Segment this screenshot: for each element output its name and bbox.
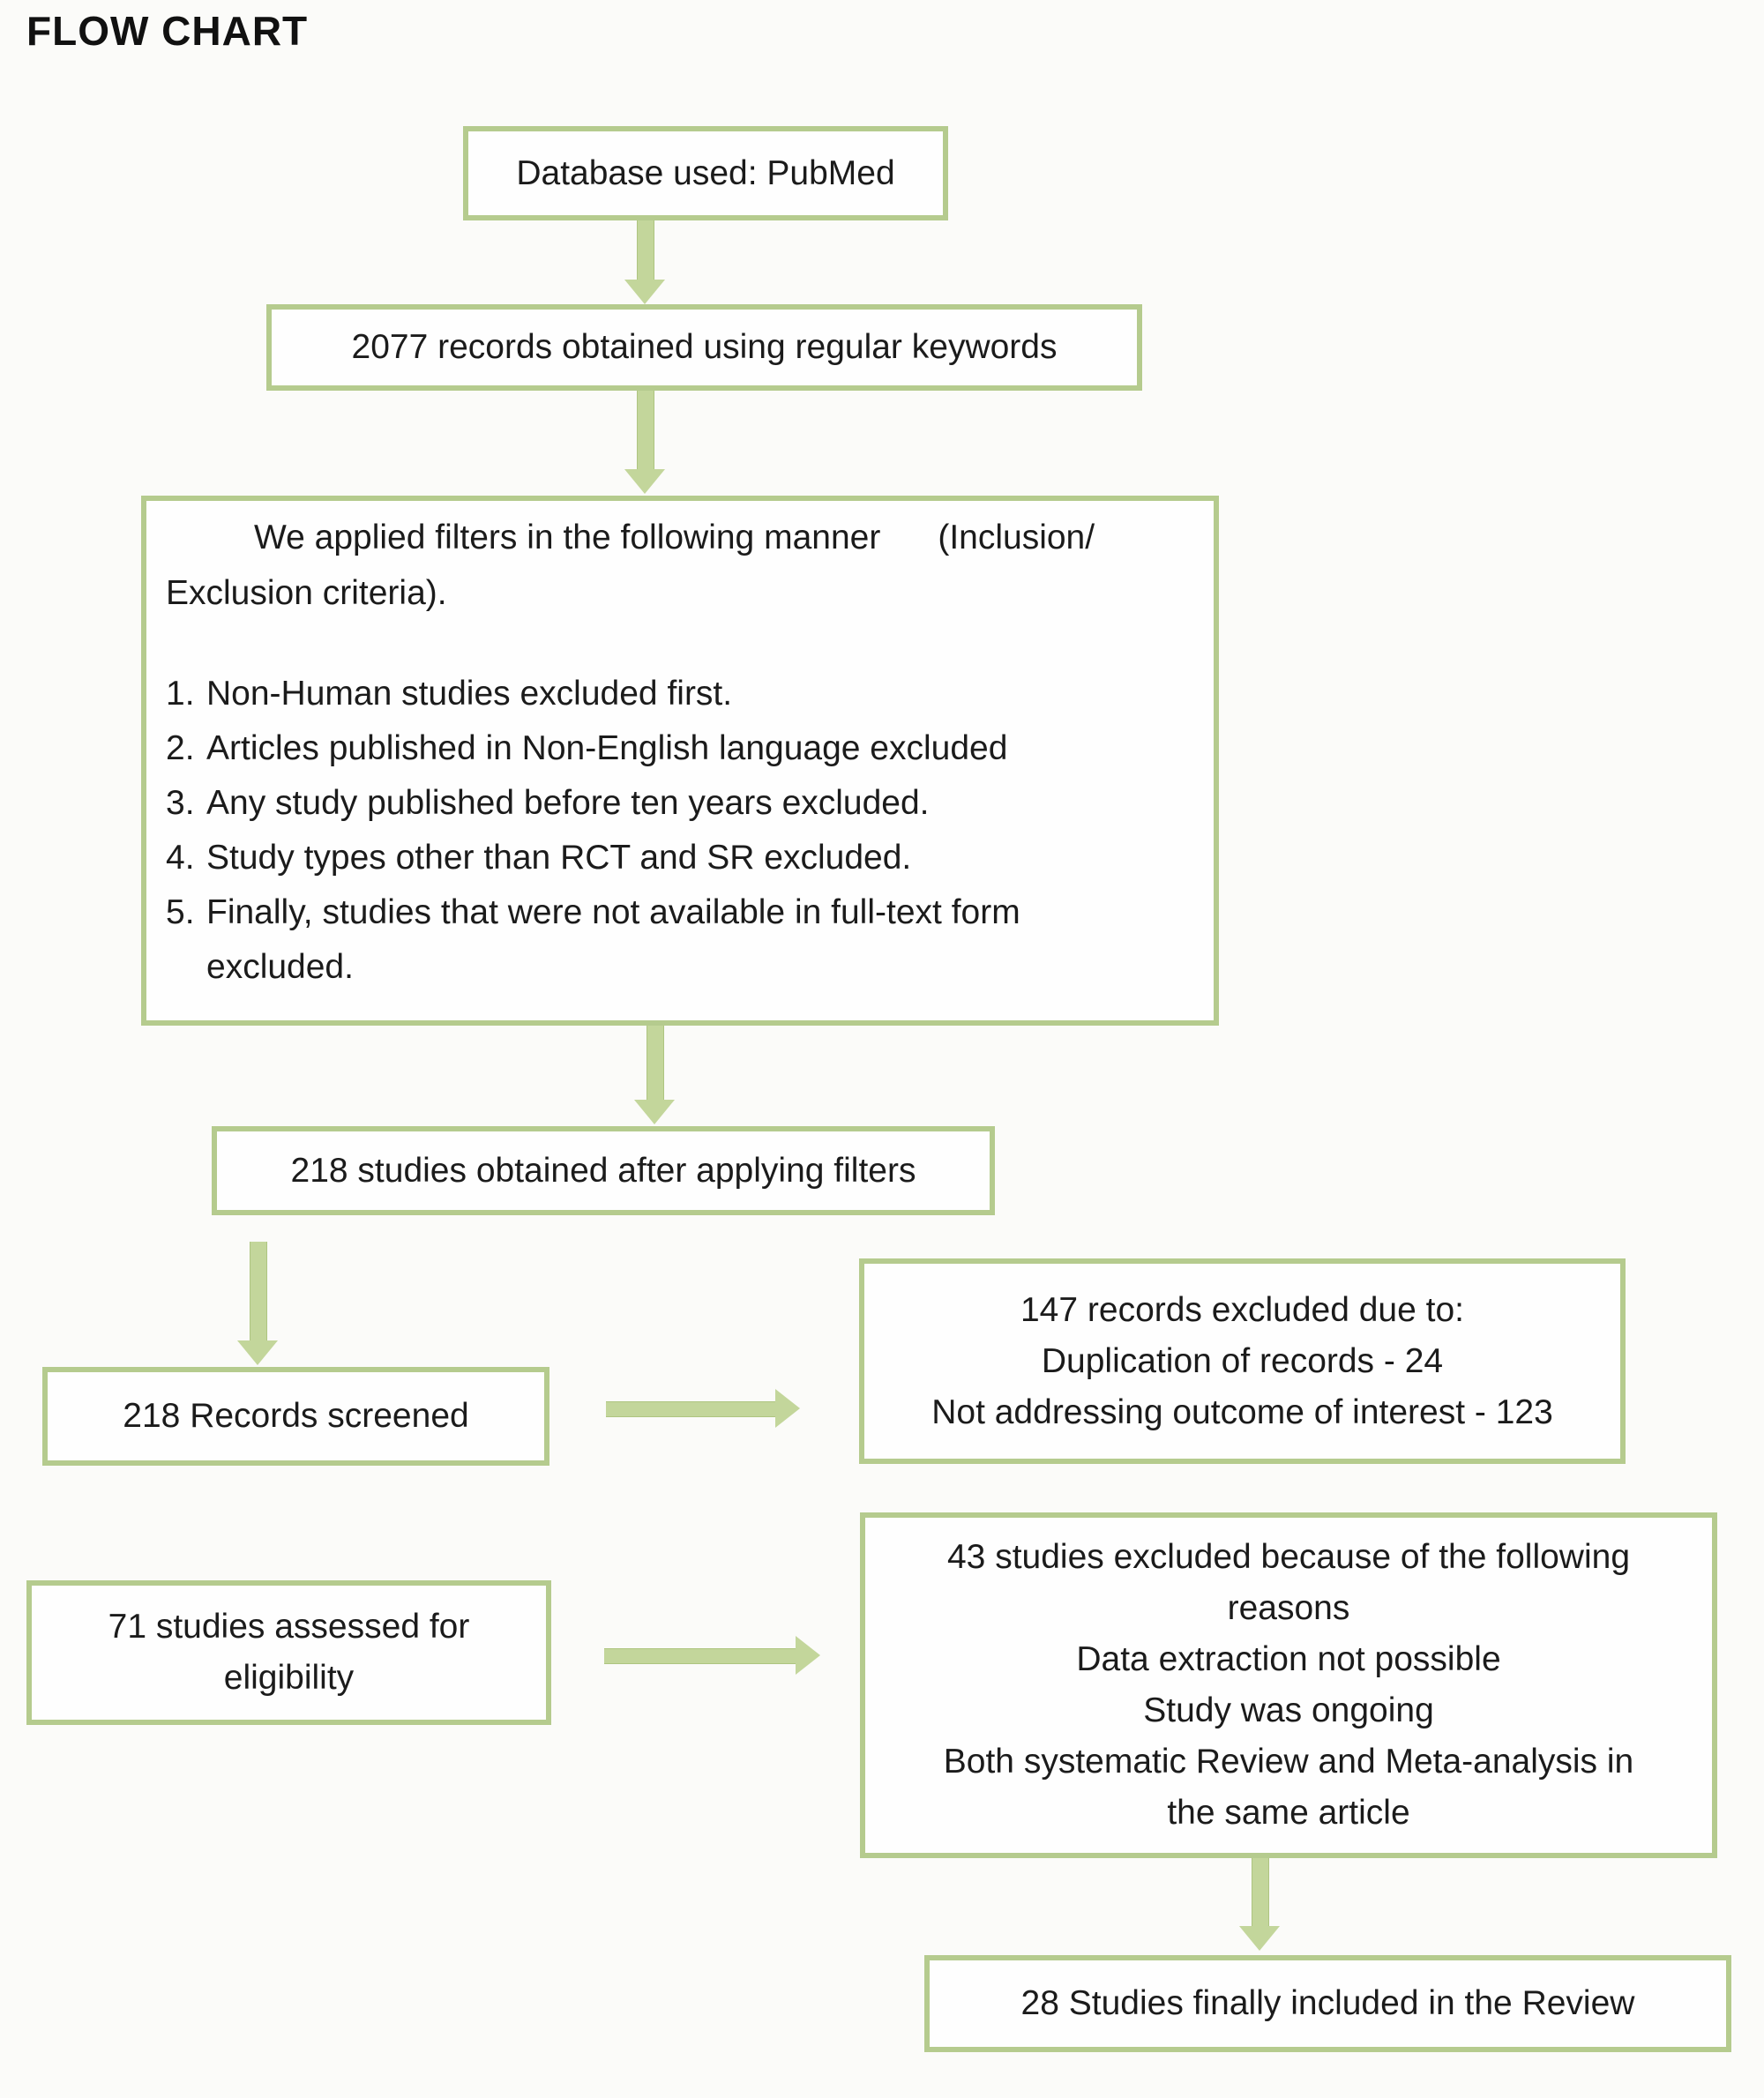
arrow-stem (604, 1648, 799, 1664)
screened-box-label: 218 Records screened (123, 1397, 469, 1435)
arrow-head-icon (237, 1340, 278, 1365)
arrow-stem (647, 1026, 664, 1103)
page-title: FLOW CHART (26, 8, 309, 54)
excluded-screening-box: 147 records excluded due to: Duplication… (859, 1258, 1626, 1464)
filters-item-label: Non-Human studies excluded first. (206, 675, 733, 713)
records-box-label: 2077 records obtained using regular keyw… (351, 328, 1058, 366)
filters-box: We applied filters in the following mann… (141, 496, 1219, 1026)
arrow-head-icon (796, 1636, 820, 1675)
arrow-head-icon (634, 1100, 675, 1124)
arrow-stem (1252, 1858, 1269, 1930)
arrow-database-to-records (624, 220, 665, 304)
arrow-head-icon (775, 1389, 800, 1428)
filters-list-item: Articles published in Non-English langua… (166, 721, 1196, 776)
excluded-eligibility-box: 43 studies excluded because of the follo… (860, 1512, 1717, 1858)
records-box: 2077 records obtained using regular keyw… (266, 304, 1142, 391)
arrow-head-icon (624, 280, 665, 304)
database-box-label: Database used: PubMed (516, 153, 895, 192)
filters-list-item: Any study published before ten years exc… (166, 776, 1196, 831)
database-box: Database used: PubMed (463, 126, 948, 220)
arrow-after-filters-to-screened (237, 1242, 278, 1365)
arrow-filters-to-after-filters (634, 1026, 675, 1124)
eligibility-box-label: 71 studies assessed for eligibility (108, 1608, 470, 1697)
arrow-eligibility-to-excluded (604, 1636, 820, 1675)
filters-list-item: Study types other than RCT and SR exclud… (166, 831, 1196, 885)
arrow-stem (250, 1242, 267, 1344)
arrow-screened-to-excluded (606, 1389, 800, 1428)
arrow-stem (606, 1401, 779, 1417)
filters-item-label: Articles published in Non-English langua… (206, 729, 1008, 767)
arrow-head-icon (624, 469, 665, 494)
filters-item-label: Study types other than RCT and SR exclud… (206, 839, 912, 877)
arrow-excluded-to-included (1239, 1858, 1280, 1951)
after-filters-box: 218 studies obtained after applying filt… (212, 1126, 995, 1215)
arrow-stem (637, 391, 654, 473)
filters-item-label: Finally, studies that were not available… (206, 893, 1020, 986)
filters-list-item: Finally, studies that were not available… (166, 885, 1196, 995)
arrow-head-icon (1239, 1926, 1280, 1951)
eligibility-box: 71 studies assessed for eligibility (26, 1580, 551, 1725)
filters-intro: We applied filters in the following mann… (166, 519, 1095, 612)
included-box-label: 28 Studies finally included in the Revie… (1020, 1984, 1635, 2022)
filters-list-item: Non-Human studies excluded first. (166, 667, 1196, 721)
filters-item-label: Any study published before ten years exc… (206, 784, 930, 822)
filters-list: Non-Human studies excluded first. Articl… (166, 667, 1196, 995)
arrow-records-to-filters (624, 391, 665, 494)
arrow-stem (637, 220, 654, 283)
excluded-eligibility-label: 43 studies excluded because of the follo… (943, 1538, 1634, 1832)
after-filters-box-label: 218 studies obtained after applying filt… (290, 1151, 916, 1190)
included-box: 28 Studies finally included in the Revie… (924, 1955, 1731, 2052)
screened-box: 218 Records screened (42, 1367, 549, 1466)
excluded-screening-label: 147 records excluded due to: Duplication… (931, 1290, 1553, 1431)
